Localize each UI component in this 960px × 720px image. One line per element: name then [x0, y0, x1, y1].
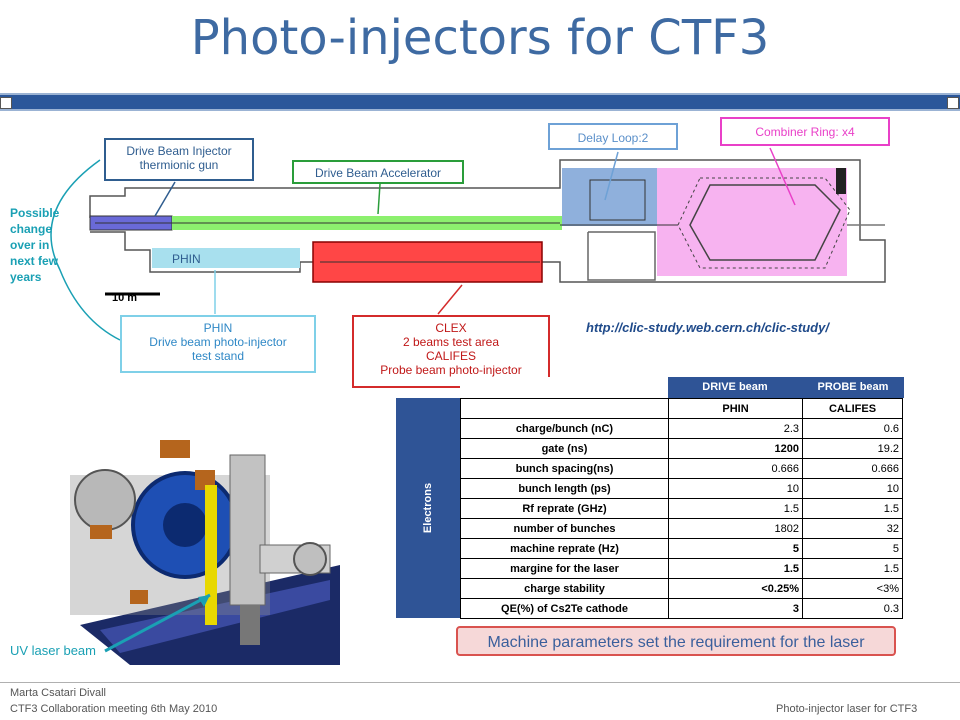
- footer-author: Marta Csatari Divall: [10, 687, 106, 699]
- table-side-label: Electrons: [422, 482, 434, 534]
- photo-injector-render: [10, 415, 340, 665]
- clex-callout: CLEX 2 beams test area CALIFES Probe bea…: [352, 315, 550, 388]
- phin-region: [152, 248, 300, 268]
- injector-callout: Drive Beam Injector thermionic gun: [104, 138, 254, 181]
- footer-presentation-title: Photo-injector laser for CTF3: [776, 703, 918, 715]
- header-probe-beam-cell: PROBE beam: [802, 377, 904, 398]
- clic-study-link[interactable]: http://clic-study.web.cern.ch/clic-study…: [586, 320, 829, 335]
- footer-meeting: CTF3 Collaboration meeting 6th May 2010: [10, 703, 218, 715]
- table-row: charge stability<0.25%<3%: [460, 578, 903, 599]
- footer-divider: [0, 682, 960, 683]
- delay-loop-callout: Delay Loop:2: [548, 123, 678, 150]
- header-drive-beam-cell: DRIVE beam: [668, 377, 802, 398]
- ctf3-layout-diagram: [50, 147, 886, 341]
- slide-title: Photo-injectors for CTF3: [190, 10, 770, 66]
- table-side-band: [396, 398, 460, 618]
- subheader-califes: CALIFES: [802, 398, 903, 419]
- combiner-ring-callout: Combiner Ring: x4: [720, 117, 890, 146]
- phin-callout: PHIN Drive beam photo-injector test stan…: [120, 315, 316, 373]
- title-divider-band: [0, 93, 960, 111]
- scale-label: 10 m: [112, 292, 138, 304]
- requirement-note: Machine parameters set the requirement f…: [456, 626, 896, 656]
- band-handle-left: [0, 97, 12, 109]
- accelerator-callout: Drive Beam Accelerator: [292, 160, 464, 184]
- band-handle-right: [947, 97, 959, 109]
- uv-laser-beam-label: UV laser beam: [10, 643, 96, 658]
- beamline: [95, 177, 851, 269]
- table-subheader-row: PHIN CALIFES: [460, 398, 903, 419]
- delay-loop-region: [562, 168, 657, 226]
- subheader-phin: PHIN: [668, 398, 803, 419]
- table-header: DRIVE beam: [460, 377, 904, 398]
- phin-region-label: PHIN: [172, 252, 201, 266]
- possible-change-note: Possible change over in next few years: [10, 206, 60, 284]
- dump-block: [836, 168, 846, 194]
- pointer-lines: [50, 147, 796, 341]
